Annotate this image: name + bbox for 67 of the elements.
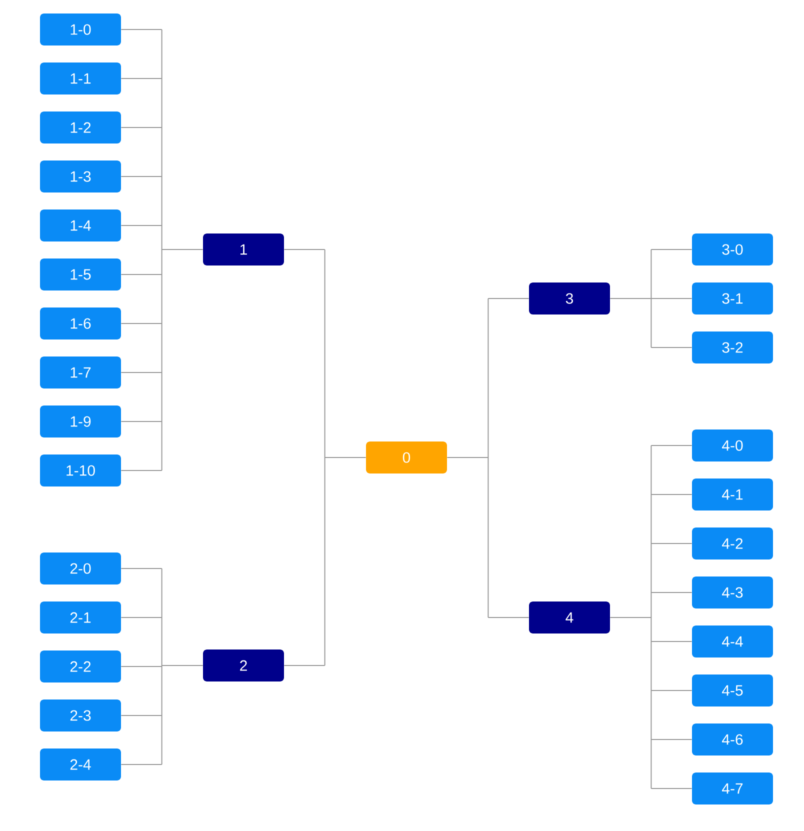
- leaf-box: 1-9: [40, 406, 121, 438]
- connector-line: [120, 372, 162, 373]
- connector-line: [120, 127, 162, 128]
- connector-trunk: [161, 568, 204, 765]
- connector-line: [284, 249, 326, 250]
- branch-box: 2: [203, 650, 284, 682]
- connector-trunk: [324, 249, 366, 666]
- connector-line: [120, 568, 162, 569]
- connector-line: [650, 543, 692, 544]
- connector-line: [120, 176, 162, 177]
- connector-line: [488, 298, 530, 299]
- connector-line: [650, 249, 692, 250]
- leaf-box: 1-6: [40, 308, 121, 340]
- leaf-box: 4-6: [692, 724, 773, 756]
- connector-line: [650, 739, 692, 740]
- connector-line: [650, 592, 692, 593]
- leaf-box: 4-4: [692, 626, 773, 658]
- connector-line: [120, 274, 162, 275]
- connector-line: [120, 29, 162, 30]
- root-box: 0: [366, 442, 447, 474]
- leaf-box: 1-7: [40, 356, 121, 388]
- connector-line: [120, 470, 162, 471]
- leaf-box: 2-3: [40, 700, 121, 732]
- connector-trunk: [161, 29, 204, 471]
- connector-line: [284, 665, 326, 666]
- connector-line: [120, 666, 162, 667]
- leaf-box: 1-10: [40, 454, 121, 486]
- connector-line: [650, 788, 692, 789]
- connector-line: [650, 494, 692, 495]
- connector-line: [120, 78, 162, 79]
- leaf-box: 4-7: [692, 772, 773, 804]
- connector-line: [650, 347, 692, 348]
- connector-line: [650, 641, 692, 642]
- connector-line: [120, 225, 162, 226]
- leaf-box: 3-2: [692, 332, 773, 364]
- leaf-box: 1-5: [40, 258, 121, 290]
- branch-box: 1: [203, 234, 284, 266]
- leaf-box: 4-0: [692, 430, 773, 462]
- leaf-box: 2-4: [40, 748, 121, 780]
- leaf-box: 3-0: [692, 234, 773, 266]
- connector-line: [120, 421, 162, 422]
- connector-line: [120, 764, 162, 765]
- leaf-box: 2-1: [40, 602, 121, 634]
- leaf-box: 4-2: [692, 528, 773, 560]
- connector-line: [650, 445, 692, 446]
- leaf-box: 2-0: [40, 552, 121, 584]
- connector-trunk: [446, 298, 489, 618]
- leaf-box: 1-1: [40, 62, 121, 94]
- leaf-box: 3-1: [692, 282, 773, 314]
- leaf-box: 1-3: [40, 160, 121, 192]
- connector-line: [120, 617, 162, 618]
- connector-line: [488, 617, 530, 618]
- leaf-box: 2-2: [40, 650, 121, 682]
- leaf-box: 1-0: [40, 14, 121, 46]
- connector-line: [120, 715, 162, 716]
- branch-box: 4: [529, 602, 610, 634]
- connector-line: [120, 323, 162, 324]
- connector-line: [650, 690, 692, 691]
- connector-trunk: [610, 249, 652, 348]
- leaf-box: 4-5: [692, 674, 773, 706]
- branch-box: 3: [529, 282, 610, 314]
- connector-line: [650, 298, 692, 299]
- leaf-box: 1-4: [40, 210, 121, 242]
- leaf-box: 1-2: [40, 112, 121, 144]
- connector-trunk: [610, 445, 652, 789]
- leaf-box: 4-1: [692, 478, 773, 510]
- leaf-box: 4-3: [692, 576, 773, 608]
